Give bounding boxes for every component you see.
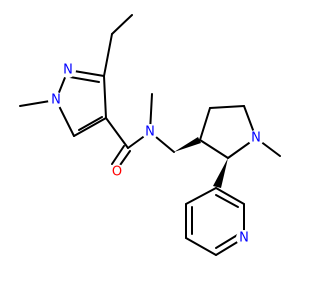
atom-label-pyrazole-n2: N <box>63 63 73 78</box>
atom-label-amide-n: N <box>145 125 155 140</box>
label-bg-carbonyl-o <box>109 164 125 180</box>
bond-pyridine-c2-c3-inner <box>215 194 239 208</box>
bond-c3-n2-double-inner <box>69 76 100 83</box>
bond-c2-pyridyl-bold-wedge <box>213 158 228 188</box>
atom-label-carbonyl-o: O <box>112 165 122 180</box>
label-bg-pyrrolidine-n <box>248 130 264 146</box>
bond-ethyl-ch3-ch2 <box>111 14 133 35</box>
bond-c5-c4-double-outer <box>73 117 107 137</box>
bond-carbonyl-double-b <box>111 145 125 165</box>
molecule-structure-diagram: N N N O N N <box>19 14 281 256</box>
label-bg-amide-n <box>142 124 158 140</box>
bond-pyridine-c2-c3-outer <box>215 187 245 205</box>
label-bg-pyridine-n <box>236 230 252 246</box>
bond-pyrrolidine-c3-c4 <box>199 107 211 141</box>
bond-ch2-c3-hashed-wedge <box>174 137 201 152</box>
bond-pyridine-c5-c6 <box>185 237 217 256</box>
bond-pyridine-c6-n-inner <box>215 233 240 249</box>
atom-label-pyridine-n: N <box>239 231 249 246</box>
bond-c5-c4-double-inner <box>78 116 103 131</box>
bond-pyrrolidine-c2-c3 <box>199 139 229 159</box>
bond-pyridine-c3-c4 <box>185 187 217 205</box>
label-bg-pyrazole-n2 <box>60 62 76 78</box>
atom-label-pyrazole-n1: N <box>51 93 61 108</box>
atom-label-pyrrolidine-n: N <box>251 131 261 146</box>
bond-c4-c3 <box>103 75 107 119</box>
label-bg-pyrazole-n1 <box>48 92 64 108</box>
bond-c4-carbonyl-c <box>105 117 129 149</box>
bond-ethyl-ch2-c3 <box>103 33 113 77</box>
bond-pyrrolidine-c4-c5 <box>209 105 245 109</box>
